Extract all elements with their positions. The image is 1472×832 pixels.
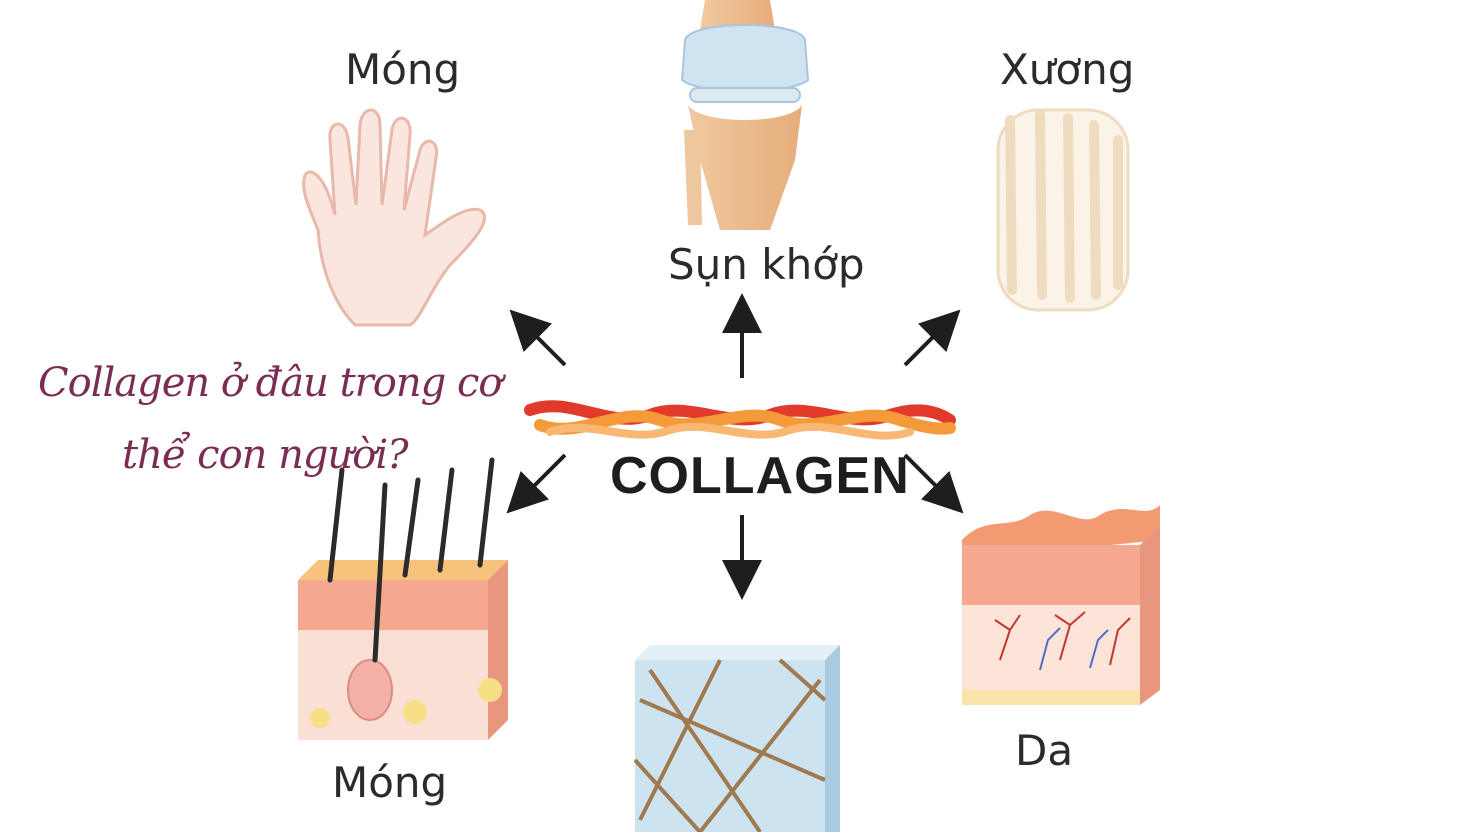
headline-line-2: thể con người?	[122, 432, 409, 478]
arrow-bottom-right	[903, 453, 964, 514]
skin-layers-illustration	[962, 505, 1160, 705]
hair-follicle-illustration	[298, 457, 508, 740]
hand-illustration	[302, 108, 487, 327]
headline-line-1: Collagen ở đâu trong cơ	[38, 360, 502, 406]
collagen-mesh-cube	[633, 645, 840, 832]
label-top-center: Sụn khớp	[668, 240, 865, 289]
arrow-top-left	[509, 309, 567, 367]
collagen-fiber-strand	[524, 400, 956, 440]
label-top-right: Xương	[1000, 45, 1135, 94]
collagen-center-label: COLLAGEN	[610, 447, 910, 505]
arrow-top-right	[903, 309, 961, 367]
arrow-bottom-left	[506, 453, 567, 514]
label-bottom-left: Móng	[332, 758, 448, 807]
label-top-left: Móng	[345, 45, 461, 94]
arrows	[506, 293, 964, 600]
knee-illustration	[680, 0, 810, 230]
label-bottom-right: Da	[1015, 726, 1074, 775]
foot-bones-illustration	[996, 108, 1130, 312]
